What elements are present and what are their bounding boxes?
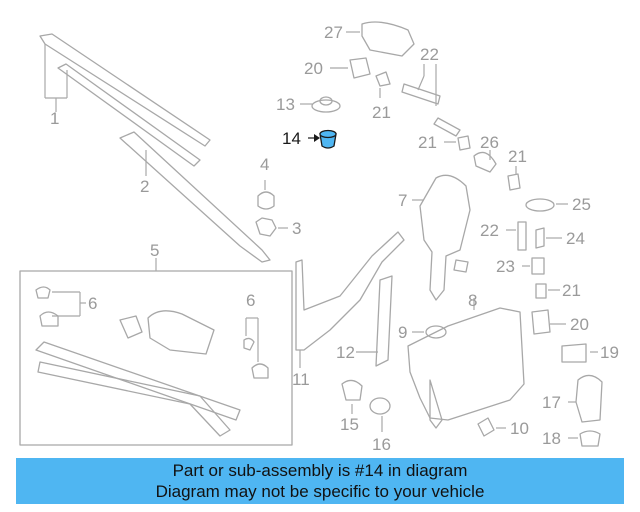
label-21b: 21 [418,133,437,152]
label-9: 9 [398,323,407,342]
label-22b: 22 [480,221,499,240]
label-21d: 21 [562,281,581,300]
label-2: 2 [140,177,149,196]
banner-line-2: Diagram may not be specific to your vehi… [155,482,485,501]
label-20b: 20 [570,315,589,334]
part-info-banner: Part or sub-assembly is #14 in diagram D… [16,458,624,504]
label-26: 26 [480,133,499,152]
label-24: 24 [566,229,585,248]
mounting-bracket [295,231,405,368]
label-19: 19 [600,343,619,362]
label-6b: 6 [246,291,255,310]
label-18: 18 [542,429,561,448]
nut-and-cap [255,180,288,237]
label-10: 10 [510,419,529,438]
washer-nozzle-parts [300,21,415,113]
label-22a: 22 [420,45,439,64]
label-25: 25 [572,195,591,214]
label-6a: 6 [88,294,97,313]
label-5: 5 [150,241,159,260]
label-27: 27 [324,23,343,42]
wiper-motor-linkage [19,258,293,446]
label-1: 1 [50,109,59,128]
part-14-highlighted[interactable] [308,129,337,149]
label-11: 11 [292,370,310,389]
label-8: 8 [468,291,477,310]
label-4: 4 [260,155,269,174]
label-3: 3 [292,219,301,238]
label-7: 7 [398,191,407,210]
label-21c: 21 [508,147,527,166]
parts-diagram: 1 2 3 4 5 6 6 7 8 9 10 11 12 13 14 15 16… [19,21,619,454]
filler-neck [412,174,471,301]
pump-and-seals [341,198,603,447]
label-13: 13 [276,95,295,114]
wiper-blade-assembly [39,33,271,263]
label-17: 17 [542,393,561,412]
label-16: 16 [372,435,391,454]
banner-line-1: Part or sub-assembly is #14 in diagram [172,461,468,480]
label-20a: 20 [304,59,323,78]
label-21a: 21 [372,103,391,122]
label-14: 14 [282,129,301,148]
washer-reservoir [407,298,525,437]
hoses-connectors [375,64,521,191]
label-23: 23 [496,257,515,276]
part-number-labels: 1 2 3 4 5 6 6 7 8 9 10 11 12 13 14 15 16… [50,23,619,454]
label-15: 15 [340,415,359,434]
label-12: 12 [336,343,355,362]
